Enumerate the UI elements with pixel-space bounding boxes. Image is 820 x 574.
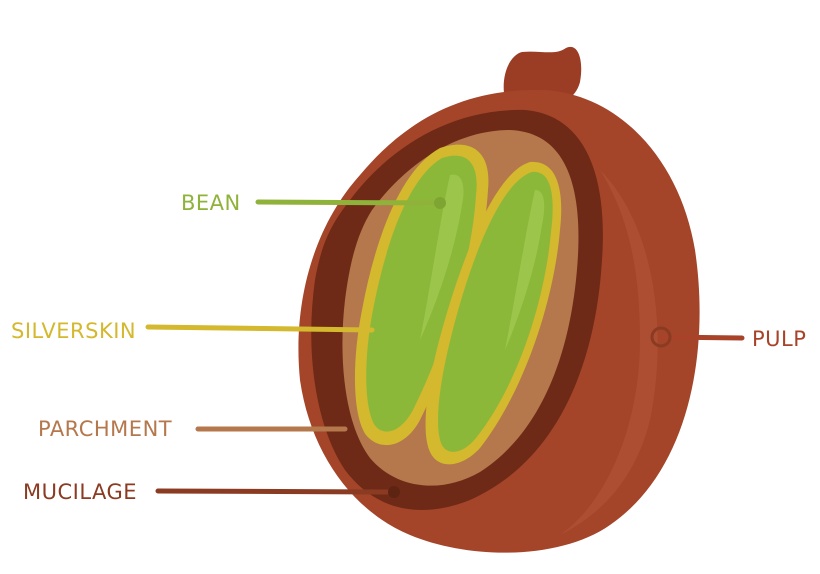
- parchment-label: PARCHMENT: [38, 417, 173, 441]
- mucilage-pointer-dot: [388, 486, 400, 498]
- bean-highlight: [420, 174, 464, 340]
- pulp-shade: [560, 170, 658, 535]
- bean-right: [438, 171, 553, 452]
- silverskin-label: SILVERSKIN: [11, 319, 137, 343]
- bean-label: BEAN: [181, 191, 241, 215]
- pulp-leader-line: [659, 334, 745, 341]
- pulp-pointer-ring: [650, 326, 672, 348]
- mucilage-label: MUCILAGE: [23, 480, 138, 504]
- mucilage-leader-line: [155, 488, 395, 495]
- silverskin-leader-line: [145, 324, 375, 333]
- bean-leader-line: [255, 199, 441, 206]
- bean-highlight: [505, 190, 545, 350]
- bean-pointer-dot: [434, 197, 446, 209]
- pulp-label: PULP: [752, 327, 807, 351]
